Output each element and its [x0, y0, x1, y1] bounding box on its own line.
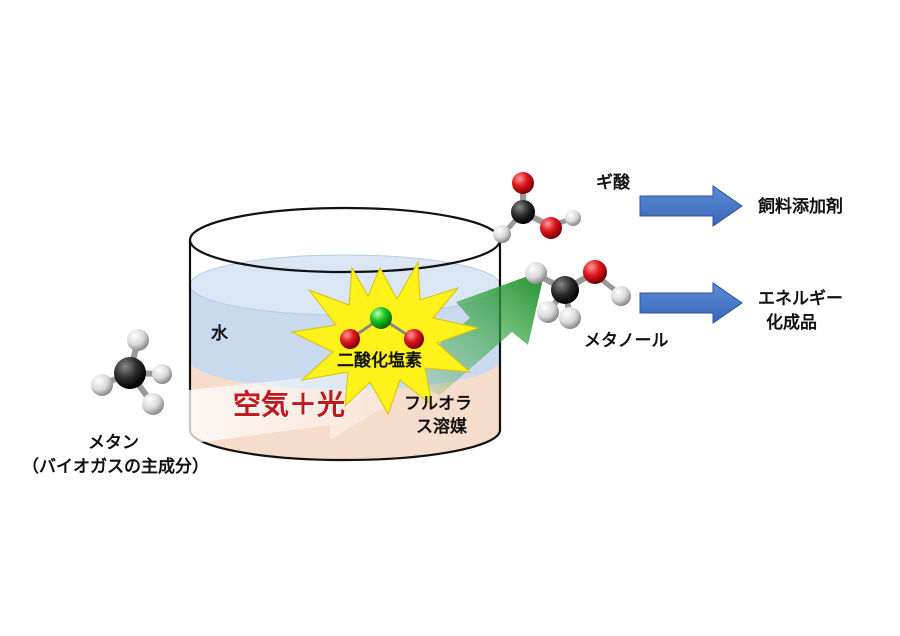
hydrogen-atom — [611, 286, 631, 306]
feed-additive-label: 飼料添加剤 — [758, 197, 843, 217]
hydrogen-atom — [142, 393, 164, 415]
chlorine-atom — [370, 307, 392, 329]
hydrogen-atom — [565, 210, 581, 226]
methane-source-label: （バイオガスの主成分） — [22, 457, 209, 477]
methanol-molecule — [525, 260, 631, 329]
formic-acid-label: ギ酸 — [596, 173, 630, 193]
chlorine-dioxide-label: 二酸化塩素 — [337, 351, 422, 371]
oxygen-atom — [404, 329, 424, 349]
carbon-atom — [511, 200, 535, 224]
hydrogen-atom — [525, 262, 547, 284]
hydrogen-atom — [91, 374, 113, 396]
arrow-to-feed-additive — [639, 185, 743, 227]
energy-label: エネルギー — [758, 289, 843, 309]
carbon-atom — [114, 357, 146, 389]
chlorine-dioxide-molecule — [340, 307, 424, 349]
fluorous-solvent-label-1: フルオラ — [404, 394, 472, 414]
hydrogen-atom — [537, 301, 559, 323]
oxygen-atom — [340, 329, 360, 349]
methane-molecule — [91, 329, 172, 415]
oxygen-atom — [583, 260, 607, 284]
hydrogen-atom — [152, 364, 172, 384]
oxygen-atom — [512, 172, 534, 194]
methane-label: メタン — [88, 433, 139, 453]
reaction-starburst — [290, 260, 480, 416]
water-label: 水 — [211, 324, 228, 344]
hydrogen-atom — [127, 329, 149, 351]
methanol-label: メタノール — [584, 331, 669, 351]
chemical-products-label: 化成品 — [766, 313, 817, 333]
fluorous-solvent-label-2: ス溶媒 — [416, 417, 467, 437]
arrow-to-energy — [639, 282, 743, 324]
formic-acid-molecule — [493, 172, 581, 243]
beaker-bottom — [188, 429, 502, 462]
oxygen-atom — [540, 217, 562, 239]
hydrogen-atom — [493, 225, 511, 243]
white-input-arrow — [170, 360, 395, 445]
hydrogen-atom — [559, 307, 581, 329]
air-light-label: 空気＋光 — [233, 388, 346, 421]
carbon-atom — [551, 276, 579, 304]
